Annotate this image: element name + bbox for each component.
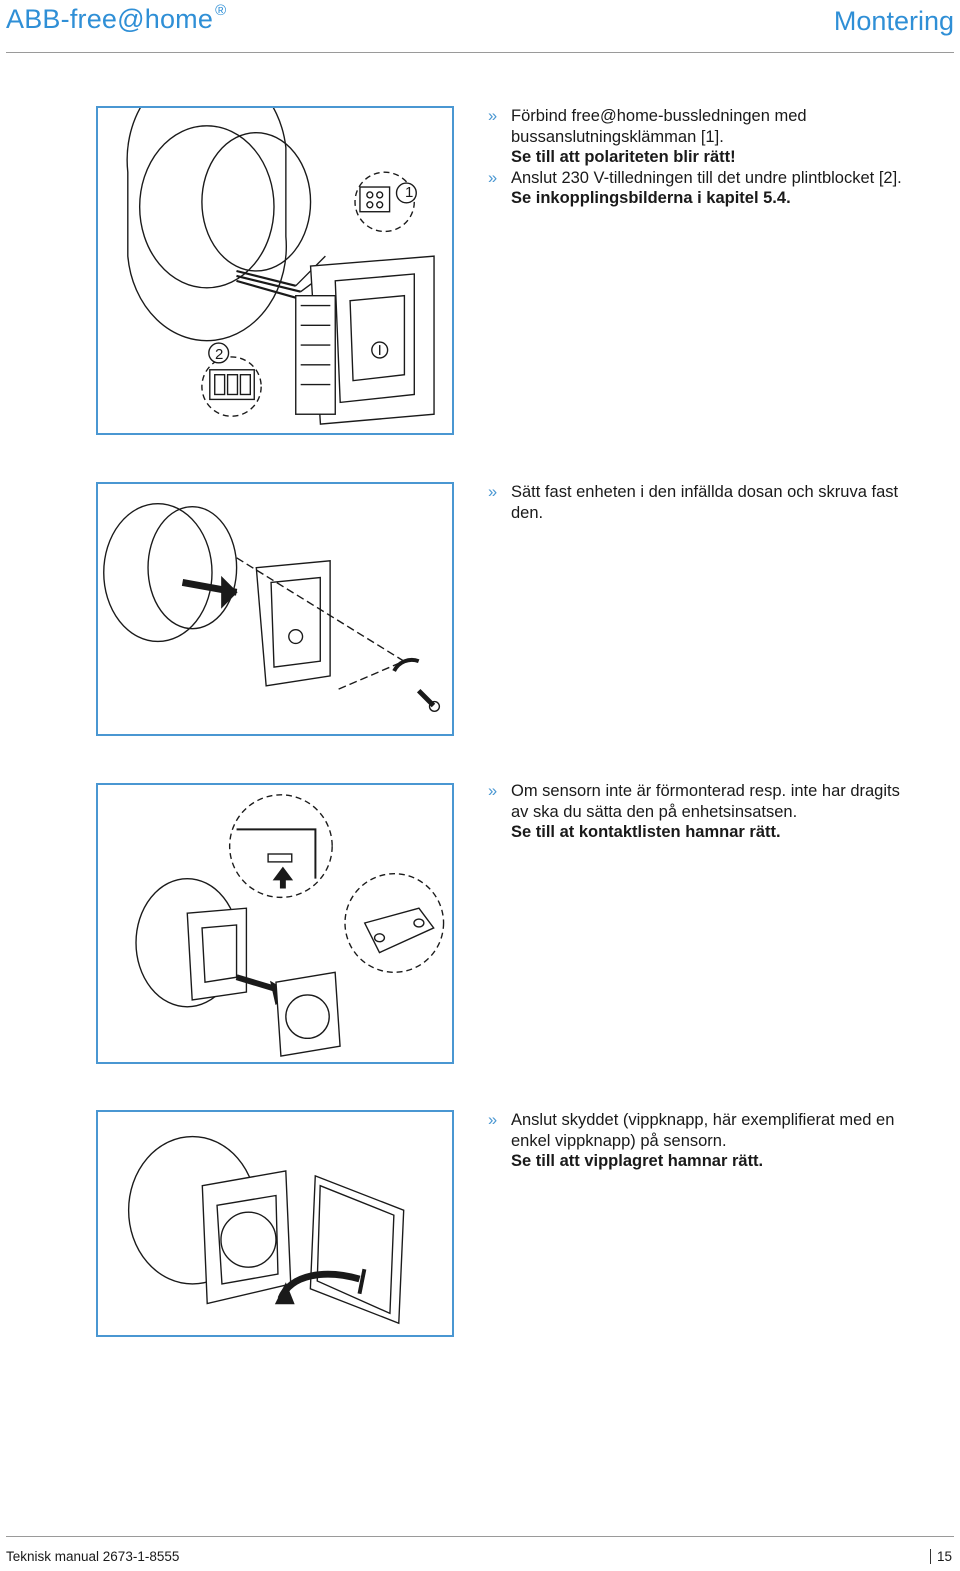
figure-wiring: 1 2 xyxy=(96,106,454,435)
callout-label-1: 1 xyxy=(405,184,414,201)
figure-sensor xyxy=(96,783,454,1064)
callout-label-2: 2 xyxy=(215,346,224,363)
figure-rocker xyxy=(96,1110,454,1337)
instruction-note: Se till att vipplagret hamnar rätt. xyxy=(511,1152,764,1170)
step-1-text: » Förbind free@home-bussledningen med bu… xyxy=(488,106,908,209)
instruction: Sätt fast enheten i den infällda dosan o… xyxy=(511,483,899,522)
instruction-note: Se inkopplingsbilderna i kapitel 5.4. xyxy=(511,189,791,207)
step-2-text: » Sätt fast enheten i den infällda dosan… xyxy=(488,482,908,523)
section-title: Montering xyxy=(833,6,954,36)
bullet-icon: » xyxy=(488,107,498,125)
step-4a: » Anslut skyddet (vippknapp, här exempli… xyxy=(488,1110,908,1172)
header-divider xyxy=(6,52,954,53)
bullet-icon: » xyxy=(488,782,498,800)
footer-divider xyxy=(6,1536,954,1537)
instruction: Anslut skyddet (vippknapp, här exemplifi… xyxy=(511,1111,895,1150)
bullet-icon: » xyxy=(488,1111,498,1129)
instruction: Anslut 230 V-tilledningen till det undre… xyxy=(511,168,902,187)
instruction-note: Se till att polariteten blir rätt! xyxy=(511,148,736,166)
document-id: Teknisk manual 2673-1-8555 xyxy=(6,1549,180,1564)
bullet-icon: » xyxy=(488,483,498,501)
step-3a: » Om sensorn inte är förmonterad resp. i… xyxy=(488,781,908,843)
step-2a: » Sätt fast enheten i den infällda dosan… xyxy=(488,482,908,523)
instruction: Förbind free@home-bussledningen med buss… xyxy=(511,107,807,146)
step-1a: » Förbind free@home-bussledningen med bu… xyxy=(488,106,908,168)
brand-title: ABB-free@home® xyxy=(6,2,227,34)
step-4-text: » Anslut skyddet (vippknapp, här exempli… xyxy=(488,1110,908,1172)
bullet-icon: » xyxy=(488,168,498,187)
page-number: 15 xyxy=(929,1549,952,1564)
instruction: Om sensorn inte är förmonterad resp. int… xyxy=(511,782,900,821)
instruction-note: Se till at kontaktlisten hamnar rätt. xyxy=(511,823,781,841)
step-3-text: » Om sensorn inte är förmonterad resp. i… xyxy=(488,781,908,843)
figure-mount-screw xyxy=(96,482,454,736)
registered-mark: ® xyxy=(215,2,227,19)
step-1b: » Anslut 230 V-tilledningen till det und… xyxy=(488,168,908,209)
